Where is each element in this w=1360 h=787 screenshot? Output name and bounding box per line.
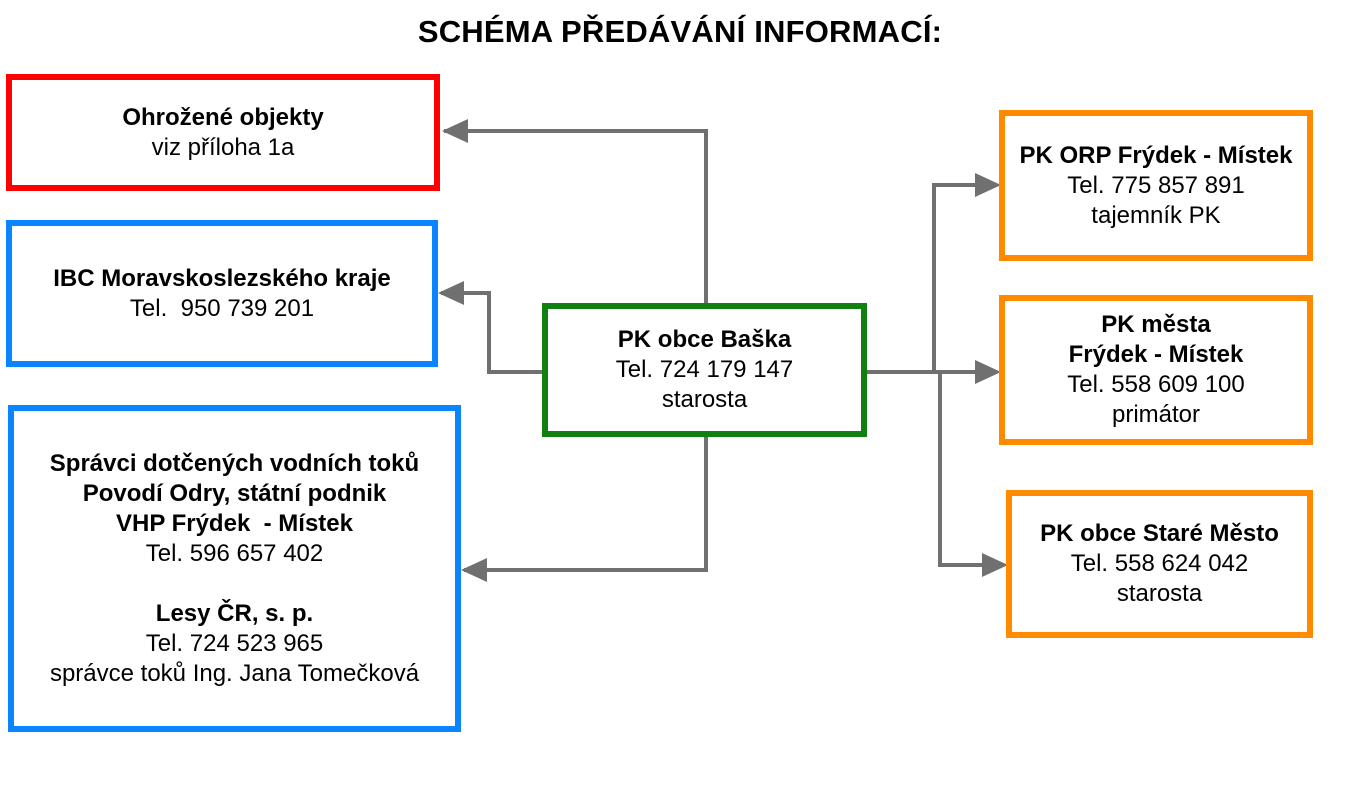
box-pk-obce-baska: PK obce Baška Tel. 724 179 147 starosta	[542, 303, 867, 437]
arrowhead-orp	[975, 173, 1001, 197]
ibc-phone: Tel. 950 739 201	[129, 294, 315, 322]
orp-name: PK ORP Frýdek - Místek	[1019, 141, 1293, 169]
diagram-title: SCHÉMA PŘEDÁVÁNÍ INFORMACÍ:	[417, 14, 943, 49]
arrowhead-ibc	[438, 281, 464, 305]
spravci-phone2: Tel. 724 523 965	[145, 629, 324, 657]
arrow-to-ohrozene	[444, 129, 708, 303]
spravci-line2: Povodí Odry, státní podnik	[82, 479, 387, 507]
arrow-to-spravci	[464, 437, 708, 572]
stare-role: starosta	[1116, 580, 1203, 607]
arrowhead-ohrozene	[442, 119, 468, 143]
spravci-line1: Správci dotčených vodních toků	[49, 449, 420, 477]
arrow-to-ibc	[441, 291, 542, 374]
orp-phone: Tel. 775 857 891	[1067, 171, 1245, 199]
arrowhead-stare	[982, 553, 1008, 577]
mesta-name2: Frýdek - Místek	[1068, 341, 1244, 368]
center-name: PK obce Baška	[617, 326, 792, 353]
box-ohrozene-objekty: Ohrožené objekty viz příloha 1a	[6, 74, 440, 191]
arrow-to-stare	[934, 370, 985, 567]
spravci-phone1: Tel. 596 657 402	[145, 539, 324, 567]
box-spravci-toku: Správci dotčených vodních toků Povodí Od…	[8, 405, 461, 732]
center-phone: Tel. 724 179 147	[615, 356, 794, 383]
mesta-role: primátor	[1111, 401, 1201, 428]
mesta-phone: Tel. 558 609 100	[1067, 371, 1245, 398]
spravci-line4: Lesy ČR, s. p.	[155, 599, 314, 627]
spravci-line3: VHP Frýdek - Místek	[116, 509, 353, 537]
arrowhead-mesta	[975, 360, 1001, 384]
spravci-contact: správce toků Ing. Jana Tomečková	[49, 659, 420, 687]
stare-name: PK obce Staré Město	[1040, 520, 1279, 547]
box-pk-mesta: PK města Frýdek - Místek Tel. 558 609 10…	[999, 295, 1313, 445]
ohrozene-note: viz příloha 1a	[151, 133, 295, 161]
center-role: starosta	[661, 386, 748, 413]
box-pk-orp: PK ORP Frýdek - Místek Tel. 775 857 891 …	[999, 110, 1313, 261]
ohrozene-name: Ohrožené objekty	[122, 103, 324, 131]
mesta-name1: PK města	[1101, 311, 1211, 338]
arrow-to-orp	[932, 183, 978, 372]
orp-role: tajemník PK	[1091, 201, 1221, 229]
box-pk-stare-mesto: PK obce Staré Město Tel. 558 624 042 sta…	[1006, 490, 1313, 638]
arrowhead-spravci	[461, 558, 487, 582]
box-ibc: IBC Moravskoslezského kraje Tel. 950 739…	[6, 220, 438, 367]
ibc-name: IBC Moravskoslezského kraje	[53, 264, 391, 292]
stare-phone: Tel. 558 624 042	[1070, 550, 1249, 577]
